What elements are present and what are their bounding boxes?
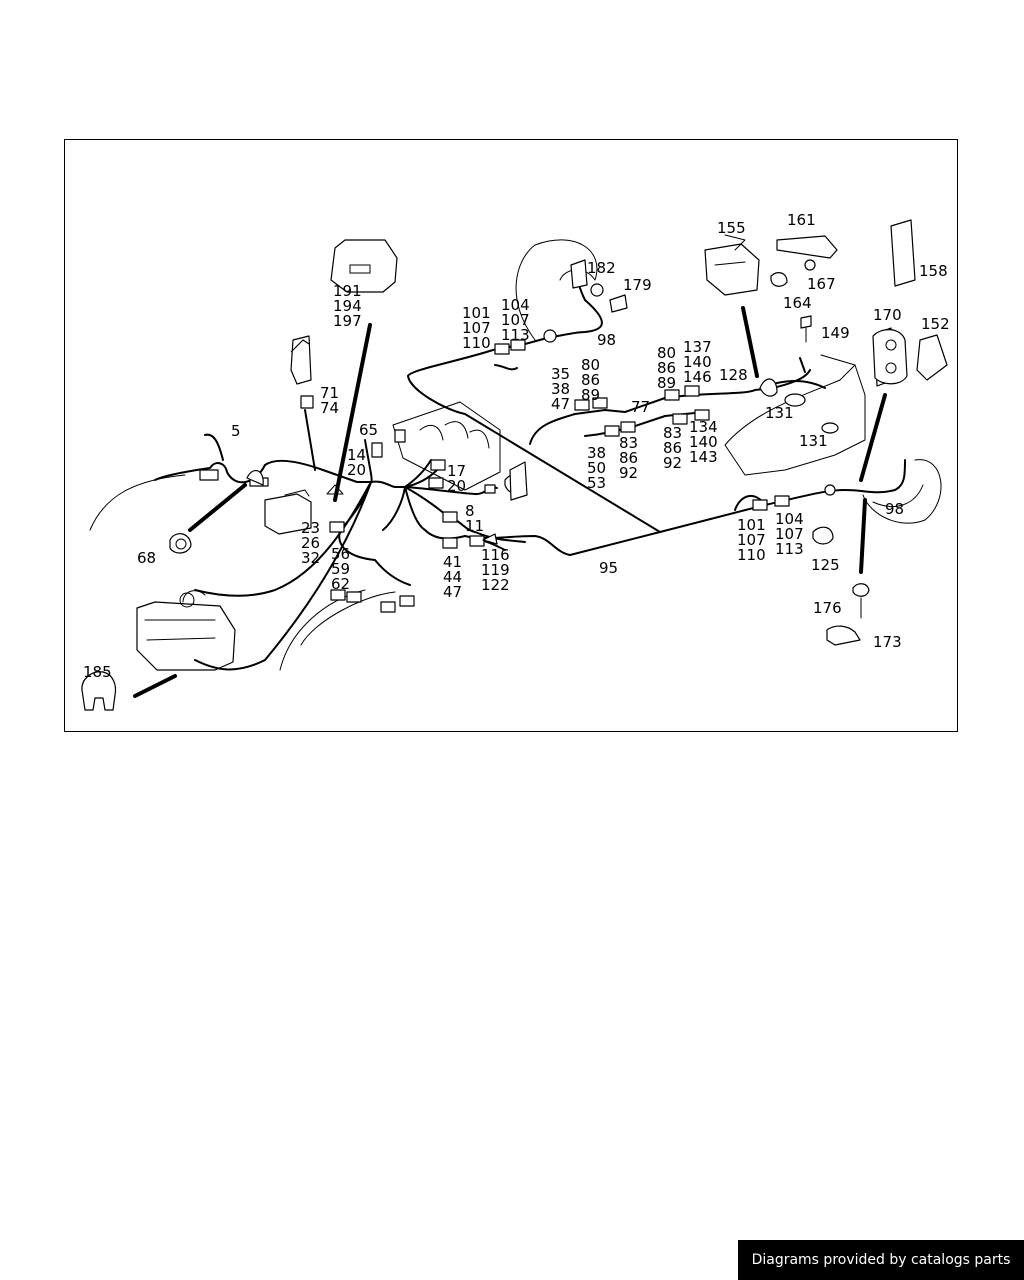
callout-c8-0: 8 xyxy=(465,502,475,520)
callout-c23-2: 32 xyxy=(301,549,320,567)
callout-c191-0: 191 xyxy=(333,282,362,300)
callout-c98b-0: 98 xyxy=(885,500,904,518)
callout-c56-2: 62 xyxy=(331,575,350,593)
callout-c38-0: 38 xyxy=(587,444,606,462)
callout-c80b-0: 80 xyxy=(657,344,676,362)
callout-c104b-2: 113 xyxy=(775,540,804,558)
callout-c56-1: 59 xyxy=(331,560,350,578)
callout-c83b-2: 92 xyxy=(663,454,682,472)
callout-c80b-2: 89 xyxy=(657,374,676,392)
callout-c137-1: 140 xyxy=(683,353,712,371)
callout-c101b-0: 101 xyxy=(737,516,766,534)
callout-c23-1: 26 xyxy=(301,534,320,552)
callout-c98a-0: 98 xyxy=(597,331,616,349)
callout-c131a-0: 131 xyxy=(765,404,794,422)
callout-c71-0: 71 xyxy=(320,384,339,402)
callout-c134-1: 140 xyxy=(689,433,718,451)
callout-c125-0: 125 xyxy=(811,556,840,574)
callout-c80a-2: 89 xyxy=(581,386,600,404)
callout-c152-0: 152 xyxy=(921,315,950,333)
leader-arrows xyxy=(133,306,887,698)
connectors xyxy=(199,329,836,613)
callout-c35-1: 38 xyxy=(551,380,570,398)
callout-c41-0: 41 xyxy=(443,553,462,571)
callout-c104b-1: 107 xyxy=(775,525,804,543)
footer-credit: Diagrams provided by catalogs parts xyxy=(738,1240,1024,1280)
callout-c116-2: 122 xyxy=(481,576,510,594)
callout-c176-0: 176 xyxy=(813,599,842,617)
callout-c56-0: 56 xyxy=(331,545,350,563)
callout-c104a-0: 104 xyxy=(501,296,530,314)
callout-c101a-0: 101 xyxy=(462,304,491,322)
callout-c137-2: 146 xyxy=(683,368,712,386)
callout-c83a-2: 92 xyxy=(619,464,638,482)
callout-c104a-1: 107 xyxy=(501,311,530,329)
callout-c116-0: 116 xyxy=(481,546,510,564)
callout-c158-0: 158 xyxy=(919,262,948,280)
callout-c95-0: 95 xyxy=(599,559,618,577)
callout-c23-0: 23 xyxy=(301,519,320,537)
callout-c191-1: 194 xyxy=(333,297,362,315)
callout-c179-0: 179 xyxy=(623,276,652,294)
callout-c173-0: 173 xyxy=(873,633,902,651)
callout-c134-0: 134 xyxy=(689,418,718,436)
callout-c80a-1: 86 xyxy=(581,371,600,389)
callout-c14-0: 14 xyxy=(347,446,366,464)
callout-c104b-0: 104 xyxy=(775,510,804,528)
callout-c104a-2: 113 xyxy=(501,326,530,344)
diagram-drawing: 5142017208112326323538473850534144475659… xyxy=(81,211,950,711)
callout-c170-0: 170 xyxy=(873,306,902,324)
callout-c116-1: 119 xyxy=(481,561,510,579)
callout-c68-0: 68 xyxy=(137,549,156,567)
featured-parts xyxy=(81,219,948,711)
callout-c80a-0: 80 xyxy=(581,356,600,374)
callout-c101a-1: 107 xyxy=(462,319,491,337)
callout-c8-1: 11 xyxy=(465,517,484,535)
callout-c65-0: 65 xyxy=(359,421,378,439)
background-outlines xyxy=(89,239,942,671)
callout-c101b-2: 110 xyxy=(737,546,766,564)
callout-c38-1: 50 xyxy=(587,459,606,477)
callout-c149-0: 149 xyxy=(821,324,850,342)
callout-c77-0: 77 xyxy=(631,398,650,416)
callout-c35-2: 47 xyxy=(551,395,570,413)
callout-c164-0: 164 xyxy=(783,294,812,312)
callout-c101b-1: 107 xyxy=(737,531,766,549)
callout-c155-0: 155 xyxy=(717,219,746,237)
callout-c167-0: 167 xyxy=(807,275,836,293)
callout-c5-0: 5 xyxy=(231,422,241,440)
callout-c83a-1: 86 xyxy=(619,449,638,467)
callout-c83b-0: 83 xyxy=(663,424,682,442)
callout-c17-0: 17 xyxy=(447,462,466,480)
callout-c191-2: 197 xyxy=(333,312,362,330)
callout-c101a-2: 110 xyxy=(462,334,491,352)
callout-c182-0: 182 xyxy=(587,259,616,277)
callout-c134-2: 143 xyxy=(689,448,718,466)
wiring-harness xyxy=(154,269,906,671)
callout-c128-0: 128 xyxy=(719,366,748,384)
callout-c83b-1: 86 xyxy=(663,439,682,457)
callout-c161-0: 161 xyxy=(787,211,816,229)
callout-c41-1: 44 xyxy=(443,568,462,586)
callout-c71-1: 74 xyxy=(320,399,339,417)
callout-c137-0: 137 xyxy=(683,338,712,356)
callout-c80b-1: 86 xyxy=(657,359,676,377)
callout-c35-0: 35 xyxy=(551,365,570,383)
callout-c83a-0: 83 xyxy=(619,434,638,452)
callout-c17-1: 20 xyxy=(447,477,466,495)
callout-c14-1: 20 xyxy=(347,461,366,479)
callout-c38-2: 53 xyxy=(587,474,606,492)
callout-c131b-0: 131 xyxy=(799,432,828,450)
callout-c185-0: 185 xyxy=(83,663,112,681)
callout-c41-2: 47 xyxy=(443,583,462,601)
